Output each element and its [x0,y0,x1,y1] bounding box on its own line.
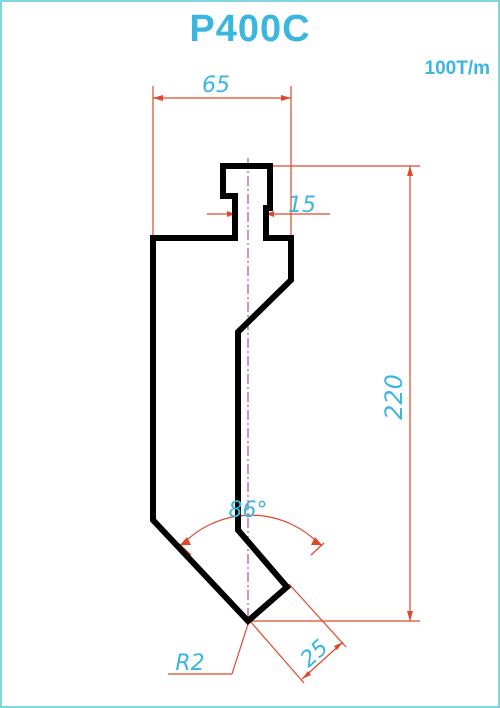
tang-label: 15 [288,193,316,218]
punch-profile [150,163,294,626]
arrow-top [407,166,413,176]
height-label: 220 [380,374,408,420]
arrow-right [281,95,291,101]
capacity-label: 100T/m [424,58,490,79]
dimension-lines [152,86,420,684]
page-title: P400C [189,8,311,50]
width-label: 65 [202,73,230,98]
arrow-left [153,95,163,101]
tip-label: 25 [296,635,334,672]
angle-label: 86° [229,498,268,523]
angle-arc [180,514,322,547]
radius-label: R2 [175,651,204,676]
tip-extension-left [249,620,305,684]
arrow-bottom [407,611,413,621]
radius-leader [231,623,249,675]
tip-extension-right [288,583,347,648]
